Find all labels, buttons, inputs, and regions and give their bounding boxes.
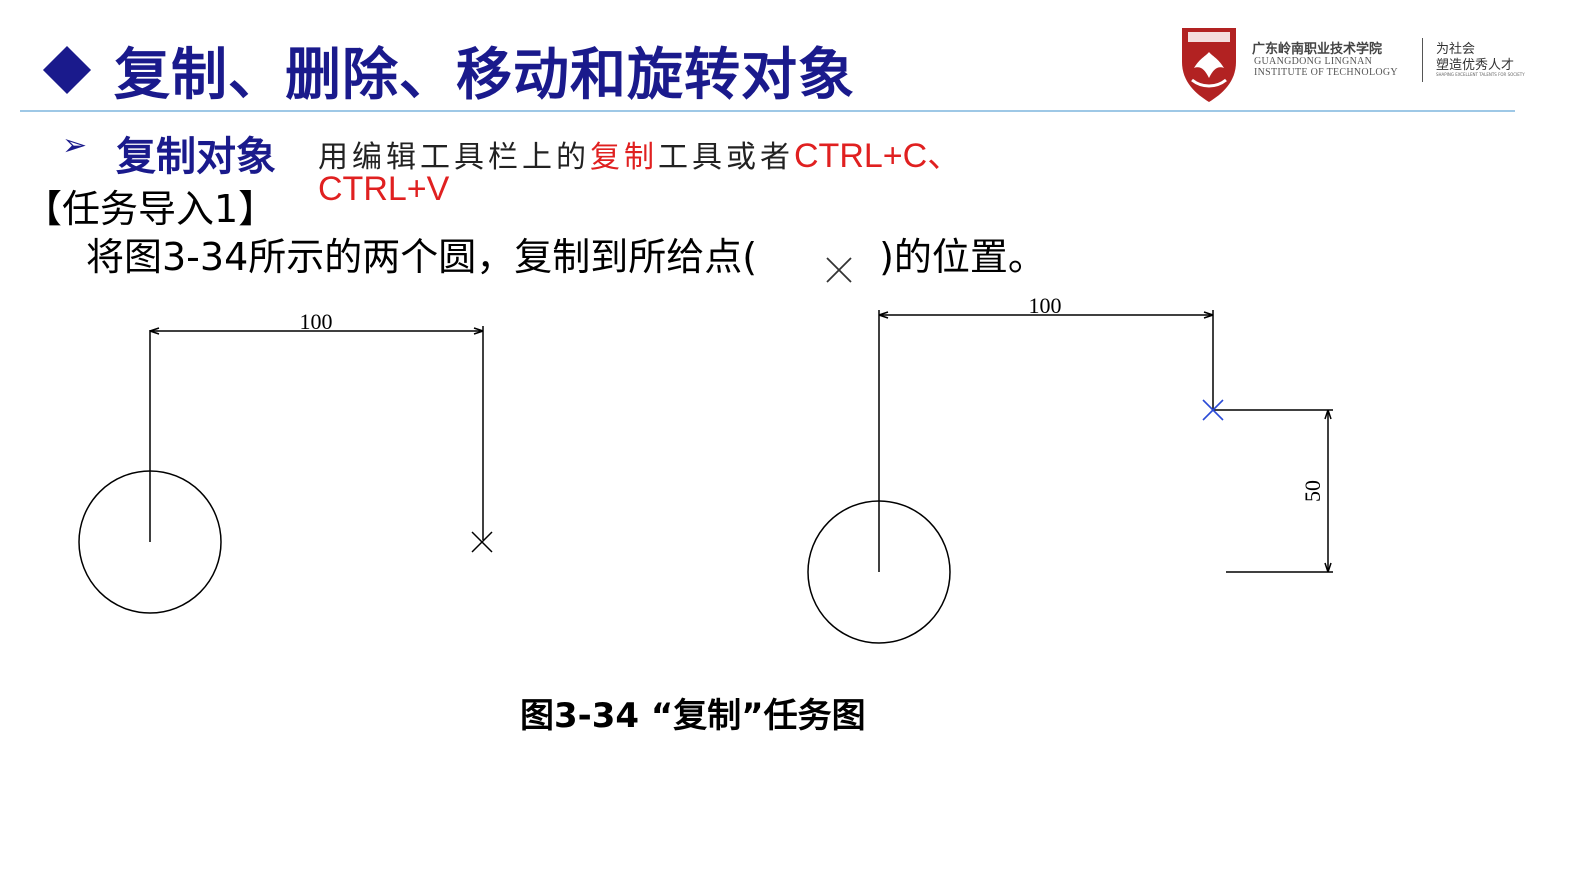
slide-title: 复制、删除、移动和旋转对象 — [40, 30, 855, 110]
cad-figure: 100 100 50 — [78, 293, 1333, 644]
slogan-line-1: 为社会 — [1436, 42, 1476, 57]
right-dim-text-h: 100 — [1029, 293, 1062, 318]
institute-name-cn: 广东岭南职业技术学院 — [1252, 42, 1383, 57]
slide-title-text: 复制、删除、移动和旋转对象 — [114, 42, 855, 108]
title-divider — [20, 110, 1515, 112]
section-description: 用编辑工具栏上的复制工具或者CTRL+C、 — [318, 128, 961, 177]
desc-prefix: 用编辑工具栏上的 — [318, 140, 590, 175]
institute-logo: 广东岭南职业技术学院 GUANGDONG LINGNAN INSTITUTE O… — [1176, 20, 1561, 110]
institute-name-en-2: INSTITUTE OF TECHNOLOGY — [1254, 67, 1398, 78]
slogan-en: SHAPING EXCELLENT TALENTS FOR SOCIETY — [1436, 72, 1525, 77]
right-drawing — [807, 310, 1333, 644]
arrow-bullet-icon: ➢ — [62, 128, 88, 163]
shield-emblem-icon — [1182, 28, 1236, 102]
slogan-line-2: 塑造优秀人才 — [1436, 58, 1515, 73]
shortcut-copy: CTRL+C、 — [794, 137, 962, 175]
statement-before: 将图3-34所示的两个圆，复制到所给点( — [86, 235, 758, 279]
statement-cross-slot — [757, 235, 879, 284]
left-drawing — [78, 326, 493, 614]
desc-middle: 工具或者 — [658, 140, 794, 175]
left-dim-text: 100 — [300, 309, 333, 334]
task-label: 【任务导入1】 — [24, 187, 277, 231]
right-dim-text-v: 50 — [1300, 480, 1325, 502]
institute-name-en-1: GUANGDONG LINGNAN — [1254, 56, 1373, 67]
right-target-cross — [1202, 399, 1224, 421]
diamond-bullet-icon — [42, 45, 92, 95]
section-heading: 复制对象 — [116, 134, 276, 180]
cross-point-icon — [826, 257, 852, 283]
statement-after: )的位置。 — [879, 235, 1046, 279]
desc-highlight: 复制 — [590, 140, 658, 175]
figure-caption: 图3-34 “复制”任务图 — [520, 696, 866, 736]
logo-separator — [1422, 38, 1423, 82]
task-statement: 将图3-34所示的两个圆，复制到所给点( )的位置。 — [86, 226, 1046, 284]
shortcut-paste: CTRL+V — [318, 170, 450, 208]
left-target-cross-b — [471, 531, 493, 553]
